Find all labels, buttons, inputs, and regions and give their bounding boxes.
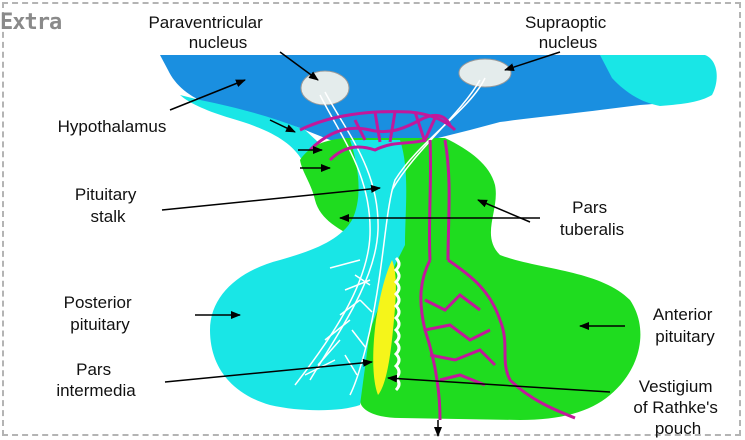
label-supraoptic: Supraoptic nucleus (525, 13, 611, 52)
label-pituitary-stalk: Pituitary stalk (75, 185, 141, 226)
label-hypothalamus: Hypothalamus (58, 117, 167, 136)
label-pars-intermedia: Pars intermedia (56, 360, 136, 400)
paraventricular-nucleus (301, 71, 349, 105)
label-paraventricular: Paraventricular nucleus (148, 13, 267, 52)
label-posterior-pituitary: Posterior pituitary (64, 293, 137, 334)
supraoptic-nucleus (459, 59, 511, 87)
label-pars-tuberalis: Pars tuberalis (560, 198, 624, 239)
label-anterior-pituitary: Anterior pituitary (653, 305, 717, 346)
label-vestigium: Vestigium of Rathke's pouch (633, 377, 722, 438)
